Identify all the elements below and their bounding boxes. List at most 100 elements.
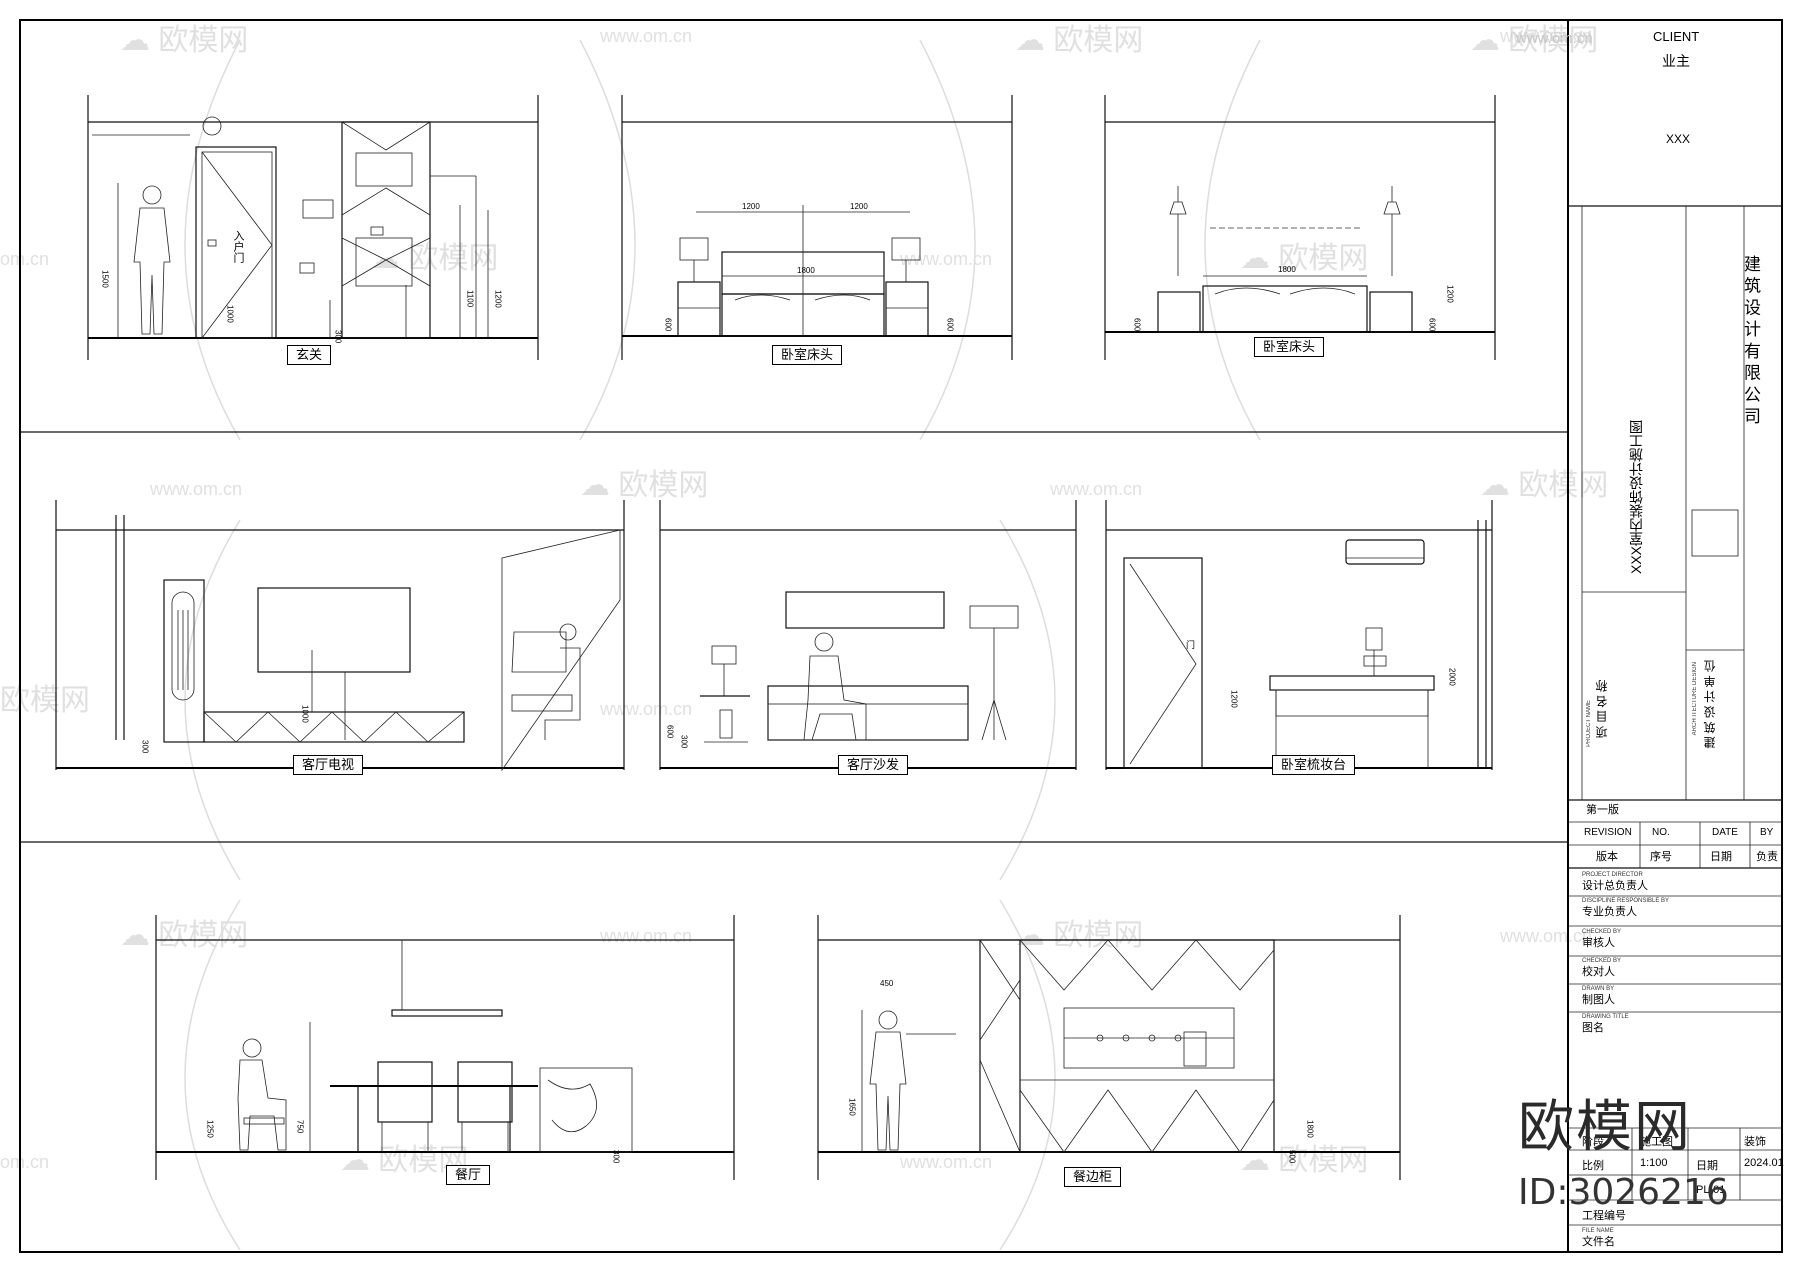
dim-dining-750: 750: [296, 1120, 305, 1134]
elevation-bedroom-headboard-1: 1200 1200 1800 600 600: [621, 95, 1013, 360]
elevation-living-tv: 300 1000: [55, 500, 625, 772]
edition: 第一版: [1586, 804, 1619, 816]
svg-text:☁ 欧模网: ☁ 欧模网: [1470, 24, 1598, 57]
dim-sideboard-500: 500: [1288, 1150, 1297, 1164]
elevation-entrance: 入户门 1500 1100 1200 1000 300: [87, 95, 539, 360]
arch-design-en: ARCH ITECTURE DESIGN: [1692, 662, 1698, 736]
client-en: CLIENT: [1653, 29, 1700, 44]
by-en: BY: [1760, 827, 1774, 838]
svg-text:☁ 欧模网: ☁ 欧模网: [1015, 919, 1143, 952]
entrance-door-label: 入户门: [232, 230, 245, 264]
dim-sofa-300: 300: [680, 735, 689, 749]
svg-text:☁ 欧模网: ☁ 欧模网: [1240, 242, 1368, 275]
elevation-bedroom-headboard-2: 1800 600 600 1200: [1104, 95, 1496, 360]
no-en: NO.: [1652, 827, 1670, 838]
svg-text:☁ 欧模网: ☁ 欧模网: [370, 242, 498, 275]
dim-dresser-2000: 2000: [1448, 668, 1457, 686]
watermark-url: www.om.cn: [1516, 30, 1593, 47]
svg-text:www.om.cn: www.om.cn: [1049, 479, 1142, 499]
drawing-no-val: PL-01: [1696, 1184, 1726, 1196]
client-name: XXX: [1666, 132, 1691, 146]
dim-bed2-total: 1800: [1278, 265, 1296, 274]
file-name-cn: 文件名: [1582, 1236, 1615, 1248]
dim-bed1-half-a: 1200: [742, 202, 760, 211]
elevation-living-sofa: 300 600: [659, 500, 1077, 770]
dim-entrance-1200: 1200: [494, 290, 503, 308]
stage-val: 施工图: [1640, 1136, 1673, 1148]
role-3-en: CHECKED BY: [1582, 929, 1622, 935]
dim-entrance-1000: 1000: [226, 305, 235, 323]
role-6-en: DRAWING TITLE: [1582, 1014, 1629, 1020]
dim-sideboard-1650: 1650: [848, 1098, 857, 1116]
date2-val: 2024.01: [1744, 1157, 1784, 1169]
role-1-cn: 设计总负责人: [1582, 880, 1648, 892]
view-label-dining: 餐厅: [446, 1165, 491, 1185]
dim-bed1-half-b: 1200: [850, 202, 868, 211]
svg-text:www.om.cn: www.om.cn: [599, 26, 692, 46]
client-cn: 业主: [1662, 53, 1690, 69]
svg-text:☁ 欧模网: ☁ 欧模网: [1480, 469, 1608, 502]
role-2-cn: 专业负责人: [1582, 906, 1637, 918]
dim-bed1-total: 1800: [797, 266, 815, 275]
role-6-cn: 图名: [1582, 1022, 1604, 1034]
project-name-cn: 项 目 名 称: [1595, 680, 1609, 739]
watermark-layer: ☁ 欧模网 ☁ 欧模网 ☁ 欧模网 ☁ 欧模网 ☁ 欧模网 ☁ 欧模网 ☁ 欧模…: [0, 24, 1608, 1251]
role-5-cn: 制图人: [1582, 994, 1615, 1006]
elevation-dining: 750 1250 300: [155, 915, 735, 1180]
dresser-door-label: 门: [1185, 639, 1195, 650]
view-label-entrance: 玄关: [287, 345, 332, 365]
dim-dining-300: 300: [612, 1150, 621, 1164]
svg-text:www.om.cn: www.om.cn: [899, 249, 992, 269]
view-label-bedroom-1: 卧室床头: [772, 345, 843, 365]
by-cn: 负责: [1756, 851, 1778, 863]
project-name-en: PROJECT NAME: [1586, 700, 1592, 747]
role-2-en: DISCIPLINE RESPONSIBLE BY: [1582, 898, 1670, 904]
dim-dining-1250: 1250: [206, 1120, 215, 1138]
dim-sideboard-1800: 1800: [1306, 1120, 1315, 1138]
dim-entrance-height: 1500: [101, 270, 110, 288]
svg-text:www.om.cn: www.om.cn: [599, 926, 692, 946]
view-label-sideboard: 餐边柜: [1064, 1167, 1122, 1187]
role-3-cn: 审核人: [1582, 937, 1615, 949]
revision-en: REVISION: [1584, 827, 1632, 838]
sheet-border: [19, 19, 1783, 1253]
svg-text:☁ 欧模网: ☁ 欧模网: [120, 919, 248, 952]
role-5-en: DRAWN BY: [1582, 986, 1615, 992]
no-cn: 序号: [1650, 851, 1672, 863]
svg-text:www.om.cn: www.om.cn: [899, 1152, 992, 1172]
view-label-living-sofa: 客厅沙发: [838, 755, 909, 775]
watermark-id: ID:3026216: [1518, 1172, 1729, 1213]
svg-text:欧模网: 欧模网: [0, 684, 90, 717]
dim-bed1-600-left: 600: [664, 318, 673, 332]
scale-val: 1:100: [1640, 1157, 1668, 1169]
date-en: DATE: [1712, 827, 1738, 838]
dim-sofa-600: 600: [666, 725, 675, 739]
arch-design-cn: 建 筑 设 计 单 位: [1703, 660, 1717, 749]
dim-bed1-600-right: 600: [946, 318, 955, 332]
stage-cn: 阶段: [1582, 1136, 1604, 1148]
view-label-living-tv: 客厅电视: [293, 755, 364, 775]
dim-tv-300: 300: [141, 740, 150, 754]
elevation-bedroom-dresser: 门 1200 2000: [1105, 500, 1493, 770]
project-title: XXX室内装饰设计施工图: [1628, 420, 1644, 575]
date2-cn: 日期: [1696, 1160, 1718, 1172]
project-no-cn: 工程编号: [1582, 1210, 1626, 1222]
revision-cn: 版本: [1596, 851, 1618, 863]
svg-text:www.om.cn: www.om.cn: [149, 479, 242, 499]
svg-text:☁ 欧模网: ☁ 欧模网: [120, 24, 248, 57]
dim-bed2-600-left: 600: [1133, 318, 1142, 332]
role-4-en: CHECKED BY: [1582, 958, 1622, 964]
dim-bed2-1200: 1200: [1446, 285, 1455, 303]
svg-text:www.om.cn: www.om.cn: [599, 699, 692, 719]
dim-bed2-600-right: 600: [1428, 318, 1437, 332]
company-name: 建 筑 设 计 有 限 公 司: [1741, 255, 1760, 425]
svg-text:om.cn: om.cn: [0, 1152, 49, 1172]
svg-text:om.cn: om.cn: [0, 249, 49, 269]
svg-text:www.om.cn: www.om.cn: [1499, 926, 1592, 946]
dim-entrance-1100: 1100: [466, 290, 475, 308]
role-1-en: PROJECT DIRECTOR: [1582, 872, 1643, 878]
svg-text:☁ 欧模网: ☁ 欧模网: [580, 469, 708, 502]
watermark-brand: 欧模网: [1518, 1095, 1692, 1160]
